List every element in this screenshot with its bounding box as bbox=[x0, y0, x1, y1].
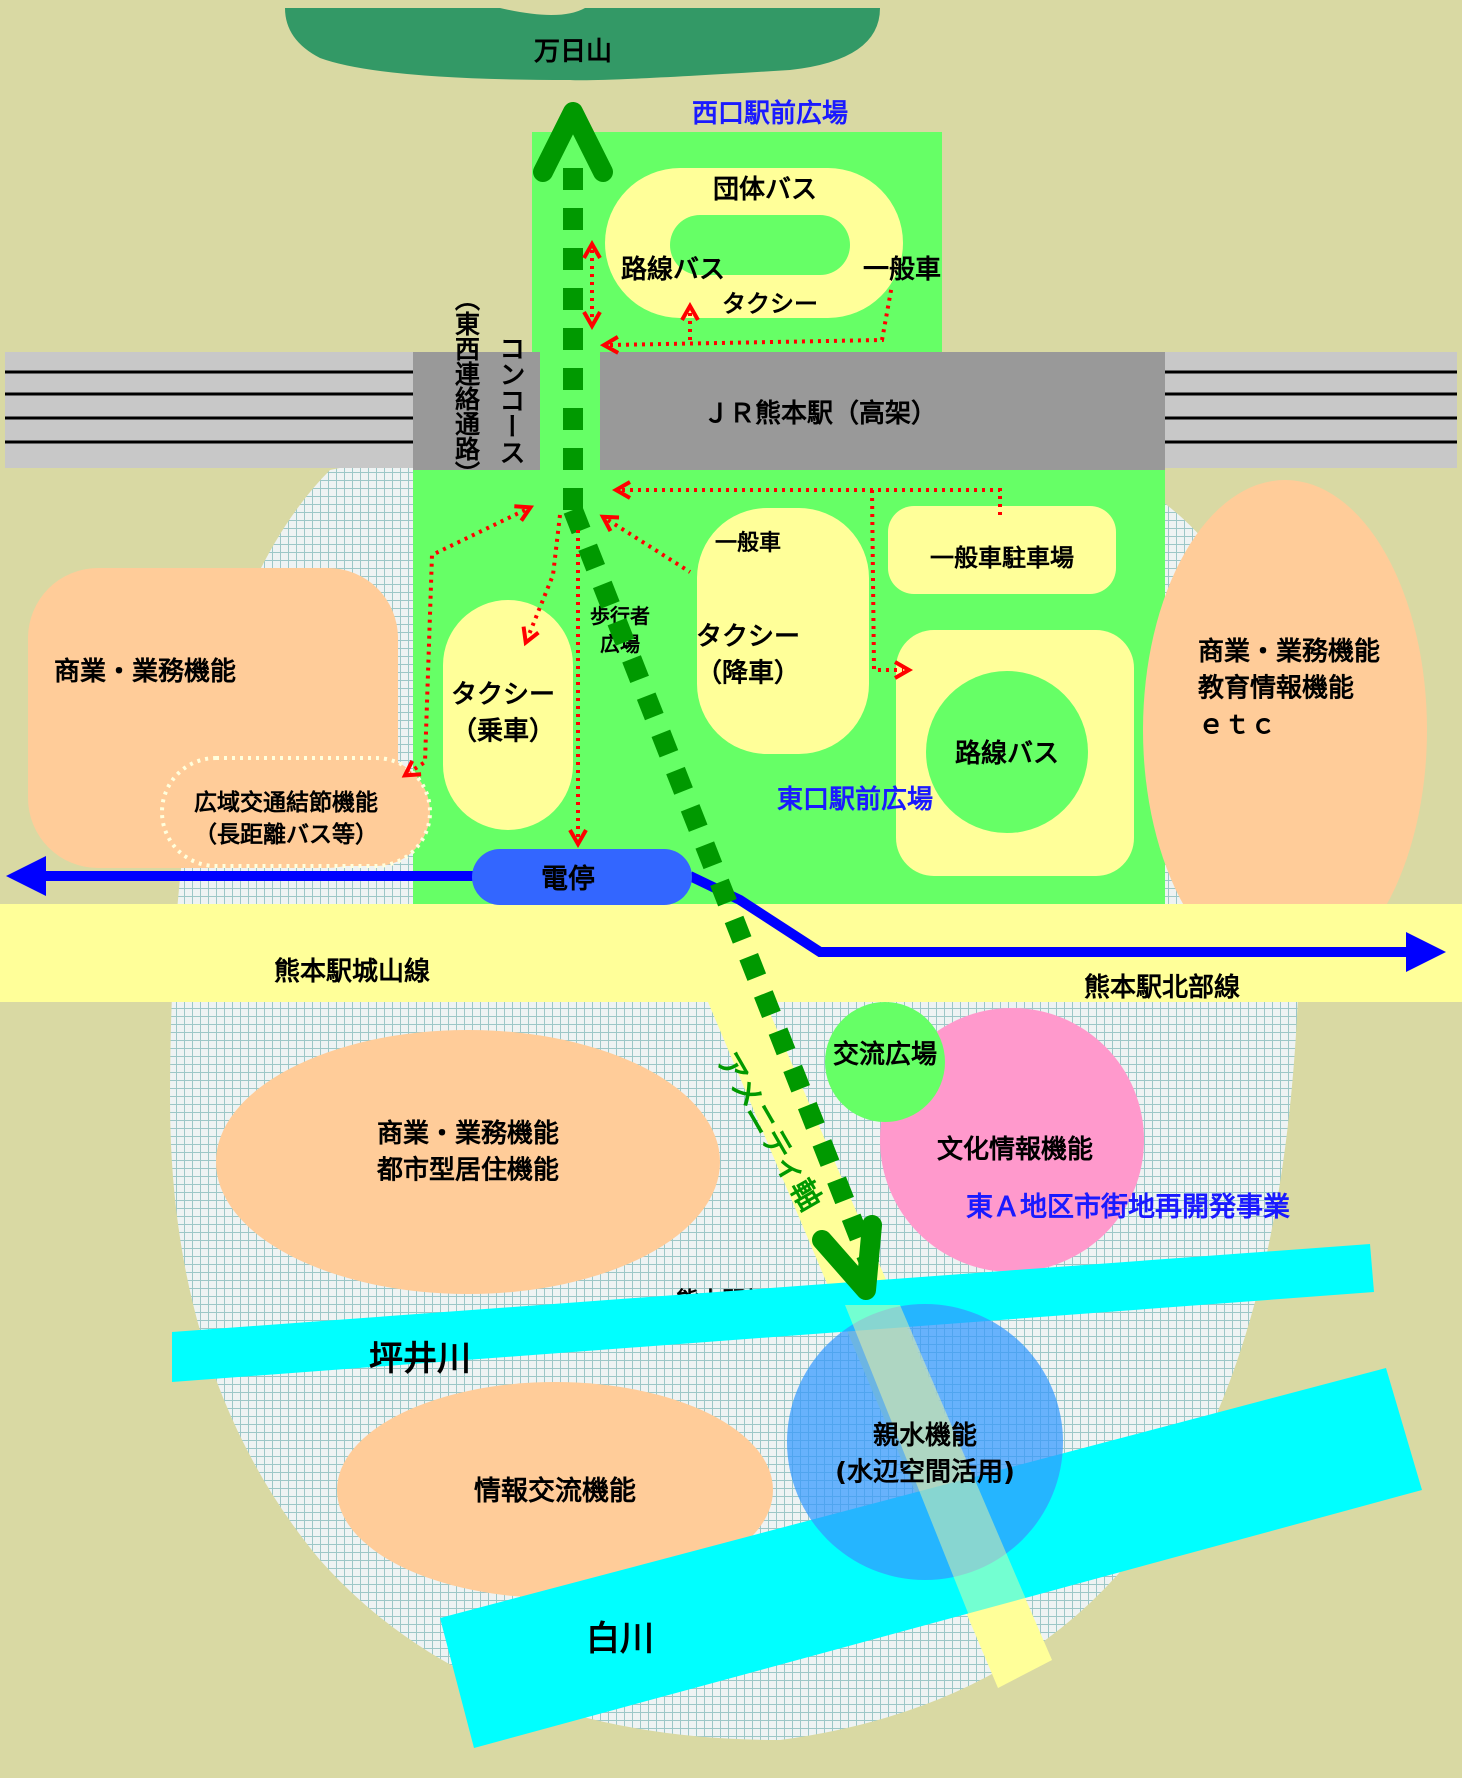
taxi-drop-label: タクシー（降車） bbox=[696, 622, 800, 688]
station-label: ＪＲ熊本駅（高架） bbox=[703, 398, 937, 429]
west-plaza-label: 西口駅前広場 bbox=[692, 98, 848, 129]
pedestrian-flow-arrows bbox=[401, 239, 1002, 849]
general-car-east-label: 一般車 bbox=[715, 530, 781, 556]
tsuboi-river-label: 坪井川 bbox=[369, 1339, 471, 1379]
concourse-sub-label: （東西連絡通路） bbox=[452, 286, 481, 486]
route-bus-east-label: 路線バス bbox=[955, 738, 1059, 769]
taxi-west-label: タクシー bbox=[722, 290, 818, 318]
shirakawa-river-label: 白川 bbox=[586, 1619, 654, 1659]
general-parking-label: 一般車駐車場 bbox=[930, 544, 1074, 572]
redevelopment-label: 東Ａ地区市街地再開発事業 bbox=[966, 1191, 1290, 1223]
east-plaza-label: 東口駅前広場 bbox=[777, 784, 933, 815]
station-block bbox=[600, 352, 1165, 470]
tram-stop-label: 電停 bbox=[541, 863, 595, 895]
tsuboi-river bbox=[172, 1244, 1374, 1382]
culture-info-area bbox=[880, 1008, 1144, 1272]
commercial-right-label: 商業・業務機能教育情報機能ｅｔｃ bbox=[1198, 636, 1380, 740]
taxi-drop-island bbox=[697, 508, 869, 754]
commercial-residential-area bbox=[216, 1030, 720, 1294]
west-bus-ring-island bbox=[670, 215, 850, 275]
mountain-label: 万日山 bbox=[534, 37, 612, 67]
waterside-area bbox=[787, 1304, 1063, 1580]
road-shiroyama-label: 熊本駅城山線 bbox=[274, 956, 430, 987]
commercial-left-label: 商業・業務機能 bbox=[54, 656, 236, 687]
taxi-ride-island bbox=[443, 600, 573, 830]
mountain-shape bbox=[285, 8, 880, 81]
amenity-axis-arrow bbox=[533, 102, 882, 1300]
waterside-label: 親水機能(水辺空間活用) bbox=[835, 1420, 1015, 1487]
concourse-label: コンコース bbox=[495, 335, 525, 465]
concourse-west-block bbox=[413, 352, 541, 470]
regional-hub-area bbox=[160, 756, 432, 868]
route-bus-east-circle bbox=[926, 671, 1088, 833]
tram-stop bbox=[472, 849, 692, 905]
info-exchange-label: 情報交流機能 bbox=[474, 1475, 636, 1507]
road-hokubu-label: 熊本駅北部線 bbox=[1084, 972, 1240, 1003]
exchange-plaza-circle bbox=[825, 1002, 945, 1122]
general-car-west-label: 一般車 bbox=[863, 255, 941, 285]
amenity-axis-over-water bbox=[845, 1305, 1052, 1688]
regional-hub-label: 広域交通結節機能（長距離バス等） bbox=[194, 789, 378, 848]
info-exchange-area bbox=[337, 1382, 773, 1598]
commercial-residential-label: 商業・業務機能都市型居住機能 bbox=[376, 1118, 559, 1185]
parking-island bbox=[888, 506, 1116, 594]
culture-info-label: 文化情報機能 bbox=[937, 1134, 1093, 1165]
exchange-plaza-label: 交流広場 bbox=[833, 1039, 937, 1070]
route-bus-west-label: 路線バス bbox=[621, 254, 725, 285]
group-bus-label: 団体バス bbox=[713, 175, 817, 205]
commercial-right-area bbox=[1143, 480, 1427, 980]
